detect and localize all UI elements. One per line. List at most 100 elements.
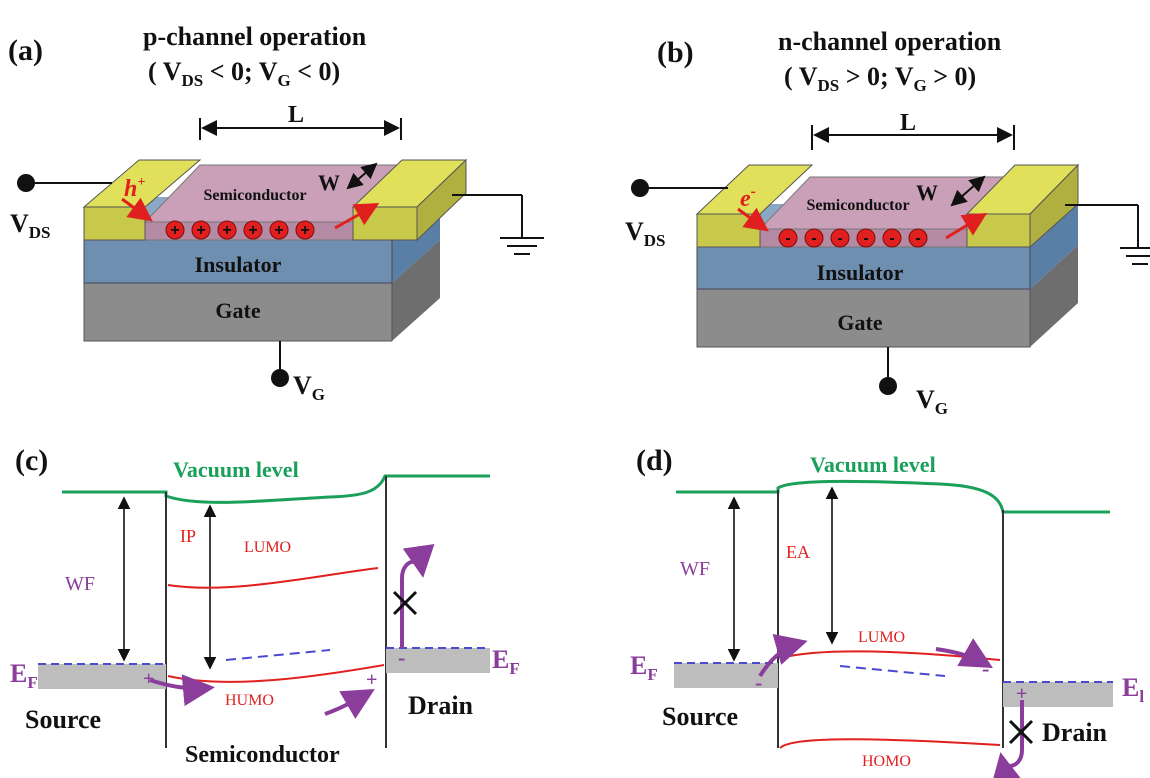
lumo-label: LUMO [244, 539, 291, 556]
insulator-label: Insulator [195, 252, 282, 277]
vds-label: VDS [10, 209, 51, 242]
charge-carrier [778, 228, 798, 248]
hole-charges: ++++++ [165, 220, 315, 240]
vacuum-label: Vacuum level [173, 457, 299, 482]
ef-left-label: EF [630, 651, 658, 684]
vg-label: VG [916, 385, 948, 418]
homo-label: HOMO [862, 753, 911, 770]
electron-extraction-arrow [935, 638, 993, 668]
vacuum-label: Vacuum level [810, 452, 936, 477]
length-label: L [288, 102, 304, 128]
panel-a-condition: ( VDS < 0; VG < 0) [148, 57, 340, 90]
charge-carrier [295, 220, 315, 240]
vg-terminal [879, 377, 897, 395]
gate-layer [83, 282, 393, 342]
lumo-band [167, 567, 379, 589]
charge-carrier [217, 220, 237, 240]
width-dimension-arrow [950, 175, 986, 207]
carrier-injection-arrow [121, 197, 153, 222]
insulator-label: Insulator [817, 260, 904, 285]
blocked-hole-arrow [991, 700, 1024, 778]
ef-left-label: EF [10, 659, 38, 692]
gate-label: Gate [837, 310, 882, 335]
charge-symbol: + [170, 222, 179, 239]
charge-symbol: - [915, 230, 920, 247]
insulator-layer [83, 239, 393, 284]
svg-text:-: - [982, 656, 989, 681]
panel-c: (c) Vacuum level WF IP LUMO HUMO + + - [10, 444, 520, 768]
panel-b: (b) n-channel operation ( VDS > 0; VG > … [625, 27, 1150, 418]
panel-b-title: n-channel operation [778, 27, 1002, 56]
svg-text:+: + [366, 669, 377, 691]
panel-d-tag: (d) [636, 444, 673, 477]
gate-label: Gate [215, 298, 260, 323]
carrier-injection-arrow [737, 207, 769, 232]
vacuum-level-line [62, 474, 490, 504]
homo-label: HUMO [225, 692, 274, 709]
charge-symbol: + [248, 222, 257, 239]
charge-carrier [908, 228, 928, 248]
wf-label: WF [680, 558, 710, 580]
width-label: W [318, 170, 340, 195]
svg-text:-: - [398, 645, 405, 670]
panel-a-title: p-channel operation [143, 22, 367, 51]
carrier-extraction-arrow [945, 212, 988, 240]
charge-symbol: + [300, 222, 309, 239]
source-label: Source [662, 702, 738, 731]
charge-carrier [830, 228, 850, 248]
insulator-layer [696, 246, 1031, 290]
vds-label: VDS [625, 217, 666, 250]
semiconductor-label: Semiconductor [806, 197, 909, 214]
charge-carrier [804, 228, 824, 248]
charge-carrier [243, 220, 263, 240]
charge-symbol: - [863, 230, 868, 247]
blocked-electron-arrow [400, 543, 435, 648]
panel-a-tag: (a) [8, 34, 43, 67]
charge-symbol: + [196, 222, 205, 239]
charge-symbol: - [811, 230, 816, 247]
ef-right-label: EF [492, 645, 520, 678]
carrier-extraction-arrow [334, 203, 380, 230]
charge-symbol: - [837, 230, 842, 247]
ground-icon [1120, 247, 1150, 265]
ef-right-label: El [1122, 673, 1144, 706]
source-fermi-sea [38, 664, 166, 689]
charge-carrier [165, 220, 185, 240]
carrier-label: h+ [124, 175, 145, 202]
vg-label: VG [293, 371, 325, 404]
hole-injection-arrow [149, 674, 215, 707]
semiconductor-label: Semiconductor [185, 742, 340, 768]
semiconductor-label: Semiconductor [203, 187, 306, 204]
blocked-cross-icon [392, 590, 418, 616]
blocked-cross-icon [1008, 719, 1034, 745]
svg-text:-: - [755, 670, 762, 695]
svg-text:+: + [1016, 683, 1027, 705]
charge-symbol: + [274, 222, 283, 239]
vacuum-level-line [676, 479, 1110, 514]
lumo-label: LUMO [858, 629, 905, 646]
panel-c-tag: (c) [15, 444, 48, 477]
charge-symbol: - [889, 230, 894, 247]
electron-injection-arrow [758, 634, 808, 678]
hole-extraction-arrow [324, 688, 375, 719]
svg-text:+: + [143, 668, 154, 690]
vg-terminal [271, 369, 289, 387]
charge-carrier [882, 228, 902, 248]
ea-label: EA [786, 542, 810, 562]
carrier-label: e- [740, 183, 756, 212]
length-label: L [900, 110, 916, 136]
drain-label: Drain [408, 691, 474, 720]
panel-d: (d) Vacuum level WF EA LUMO HOMO - - + E… [630, 444, 1144, 778]
drain-fermi-sea [386, 648, 490, 673]
charge-carrier [269, 220, 289, 240]
panel-b-condition: ( VDS > 0; VG > 0) [784, 62, 976, 95]
ip-label: IP [180, 526, 196, 546]
width-label: W [916, 180, 938, 205]
source-label: Source [25, 705, 101, 734]
panel-b-tag: (b) [657, 36, 694, 69]
homo-band [779, 738, 1001, 749]
drain-label: Drain [1042, 718, 1108, 747]
charge-carrier [856, 228, 876, 248]
charge-symbol: - [785, 230, 790, 247]
